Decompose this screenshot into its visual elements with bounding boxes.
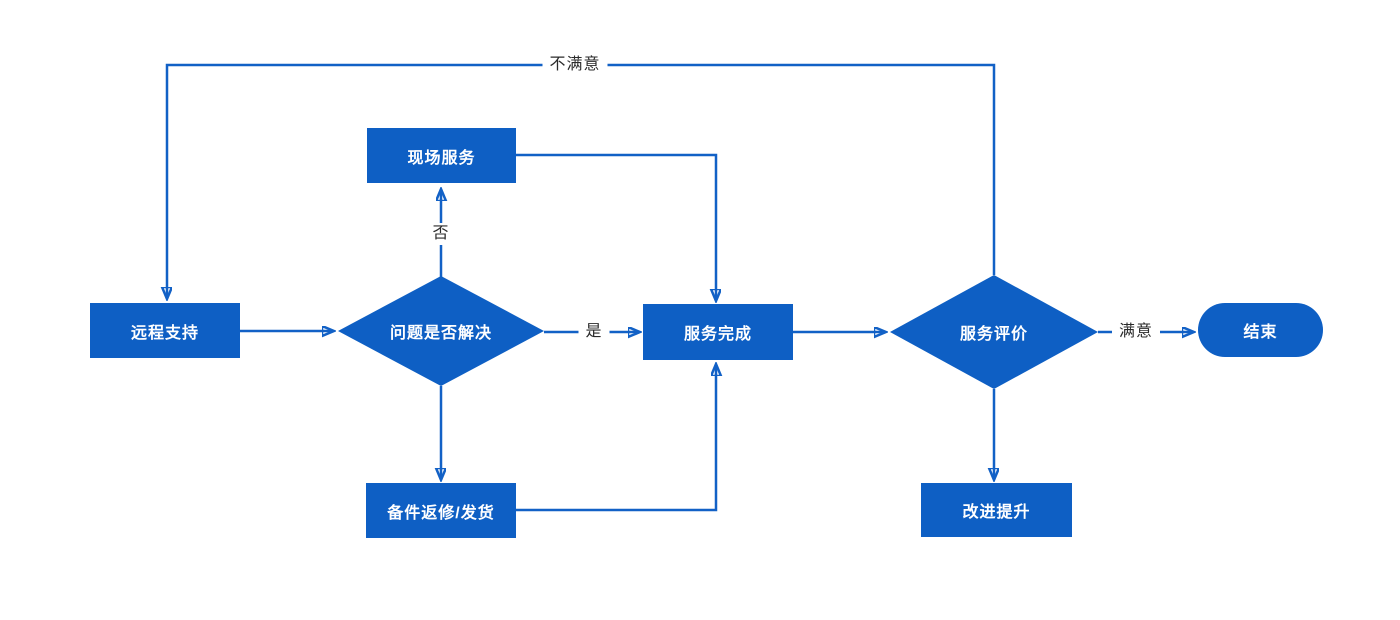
edge-label-unsatisfied: 不满意 [542,54,608,76]
edge-label-no: 否 [425,223,457,245]
edge-label-yes: 是 [578,321,610,343]
node-improvement: 改进提升 [921,483,1072,537]
node-remote-support: 远程支持 [90,303,240,358]
edge-spare-to-complete [516,366,716,512]
node-spare-parts-repair-ship: 备件返修/发货 [366,483,516,538]
edge-onsite-to-complete [516,153,716,299]
node-end-terminator: 结束 [1198,303,1323,357]
edge-label-satisfied: 满意 [1111,321,1161,343]
node-onsite-service: 现场服务 [367,128,516,183]
edge-eval-to-remote [167,63,996,297]
node-service-complete: 服务完成 [643,304,793,360]
